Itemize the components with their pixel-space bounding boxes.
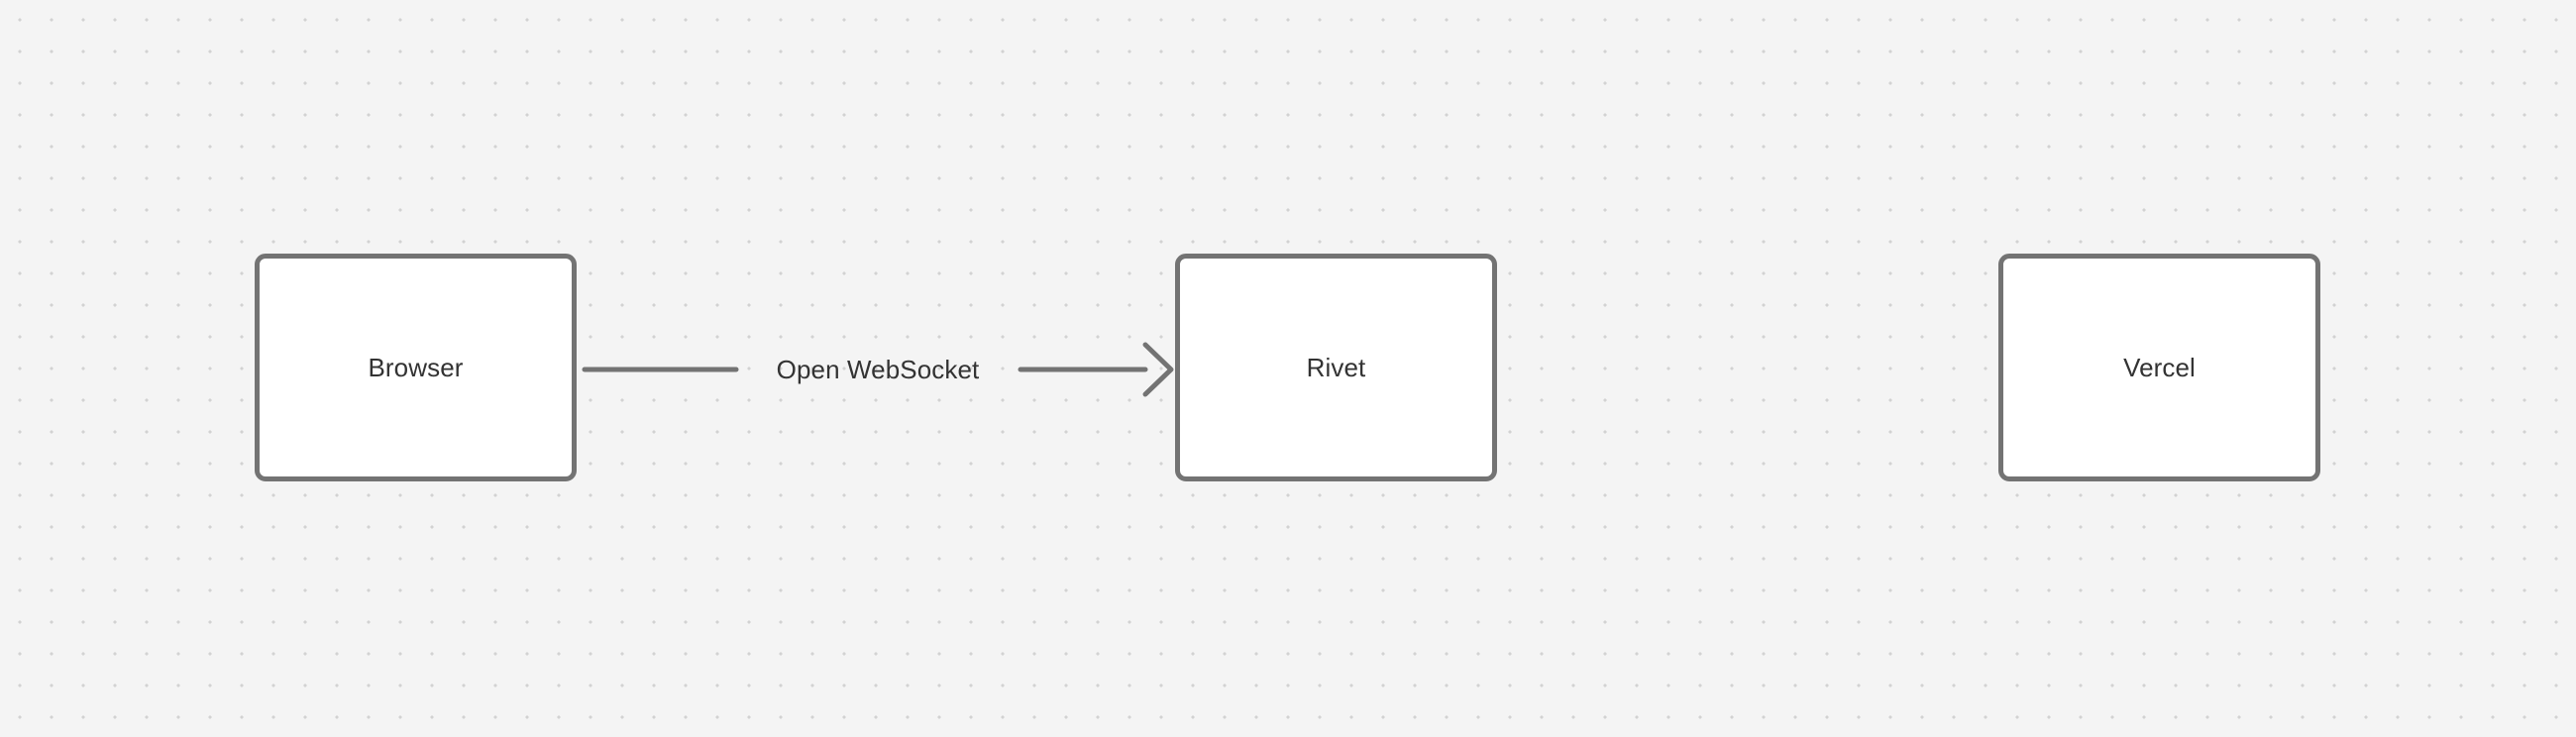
node-label: Vercel <box>2123 353 2196 382</box>
node-vercel[interactable]: Vercel <box>1998 254 2320 481</box>
node-label: Browser <box>368 353 464 382</box>
edge-label[interactable]: Open WebSocket <box>776 355 980 384</box>
node-rivet[interactable]: Rivet <box>1175 254 1497 481</box>
node-browser[interactable]: Browser <box>255 254 577 481</box>
node-label: Rivet <box>1306 353 1366 382</box>
arrowhead-icon <box>1142 342 1174 397</box>
